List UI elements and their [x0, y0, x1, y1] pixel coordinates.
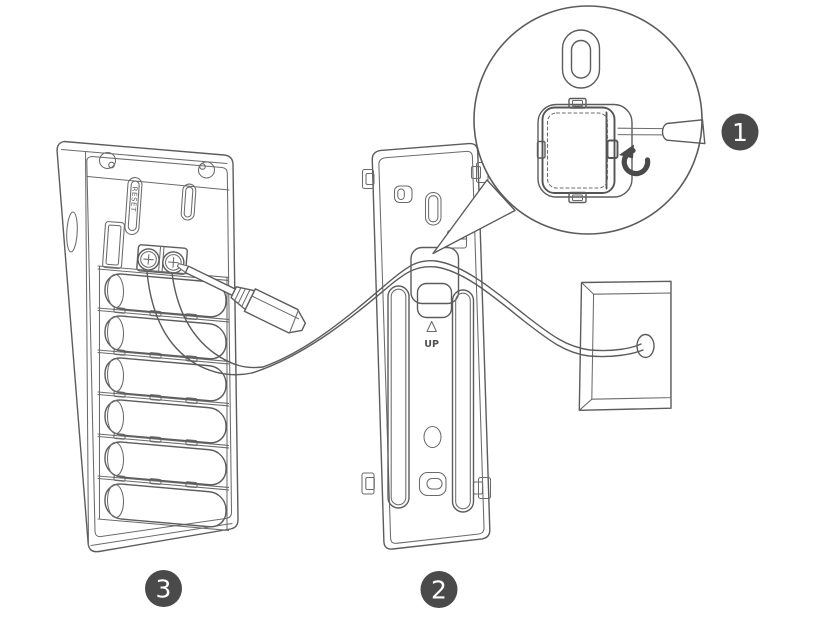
wire-hole	[636, 333, 655, 359]
badge-circle	[721, 113, 759, 151]
badge-circle	[145, 570, 182, 607]
doorbell-top-edge	[60, 148, 228, 165]
battery-compartment	[97, 265, 230, 531]
battery	[104, 399, 227, 444]
clip-tab-top-left	[361, 168, 375, 190]
wall-plate-bevel-bottom	[578, 398, 593, 411]
doorbell-side-edge	[84, 151, 90, 547]
callout-oval-slot	[561, 29, 601, 89]
terminal-screw-left	[137, 248, 160, 271]
pin-slot-outer	[180, 183, 197, 221]
callout-circle	[473, 5, 703, 235]
wall-plate	[578, 280, 672, 411]
up-arrow-icon	[426, 320, 437, 333]
rotate-arrow-icon	[619, 144, 651, 177]
doorbell-back-panel: RESET	[56, 140, 239, 553]
reset-label: RESET	[129, 186, 139, 212]
step-badge-1: 1	[721, 113, 759, 151]
step-badge-2: 2	[420, 571, 458, 608]
reset-slot: RESET	[124, 177, 143, 236]
mount-hole-right	[197, 161, 216, 179]
pin-slot	[180, 183, 197, 221]
wire-right-conductor	[171, 272, 264, 369]
mount-hole-right-notch	[199, 163, 206, 170]
clamp-tab-left	[536, 140, 546, 159]
clamp-tab-bottom	[568, 191, 587, 204]
switch-opening	[102, 221, 125, 269]
screwdriver-handle	[243, 288, 307, 334]
reset-slot-outer	[124, 177, 143, 236]
cable-top-line	[262, 259, 642, 368]
oval-slot	[424, 191, 442, 226]
badge-circle	[420, 571, 458, 608]
switch-opening-inner	[105, 224, 122, 266]
screwdriver	[176, 263, 307, 334]
inserted-wire	[617, 119, 706, 145]
reset-slot-inner	[127, 180, 140, 232]
bracket-plate-inner	[378, 150, 485, 544]
mount-hole-left	[98, 151, 117, 170]
slide-latch-slot	[418, 471, 447, 497]
switch-opening-outer	[102, 221, 125, 269]
battery	[104, 315, 227, 360]
battery	[104, 357, 227, 402]
left-rail	[387, 285, 410, 509]
phillips-cross-icon	[143, 254, 154, 265]
right-rail	[451, 289, 475, 513]
wire-left-conductor	[146, 271, 253, 376]
screwdriver-collar	[230, 286, 256, 311]
wall-plate-inner	[591, 292, 672, 400]
side-button-slot	[66, 211, 78, 253]
battery	[104, 483, 227, 528]
badge-number: 1	[732, 118, 748, 147]
clamp-tab-right	[606, 139, 619, 159]
pin-slot-inner	[183, 186, 194, 218]
badge-number: 3	[156, 575, 172, 604]
battery	[104, 441, 227, 486]
phillips-cross-icon	[168, 257, 179, 268]
detail-callout	[432, 5, 706, 255]
doorbell-body-outline	[56, 140, 239, 553]
keyhole-slot	[393, 185, 413, 204]
mounting-bracket: UP	[361, 142, 492, 550]
wall-plate-outer	[578, 280, 672, 411]
clamp-tab-top	[568, 97, 587, 109]
clip-tab-bottom-left	[361, 472, 375, 495]
battery	[104, 273, 227, 318]
cable-bottom-line	[251, 265, 644, 374]
mount-hole-left-notch	[108, 161, 115, 169]
badge-number: 2	[431, 576, 447, 605]
wall-plate-bevel-top	[580, 281, 595, 295]
step-badge-3: 3	[145, 570, 182, 607]
chime-wire-pair	[146, 259, 644, 376]
wire-clamp-detail	[536, 97, 706, 204]
up-label: UP	[424, 339, 439, 350]
battery-shelves	[97, 306, 230, 491]
screw-hole	[423, 425, 442, 449]
terminal-screw-right	[162, 251, 185, 274]
callout-pointer	[432, 179, 516, 255]
top-band-line	[86, 175, 230, 191]
